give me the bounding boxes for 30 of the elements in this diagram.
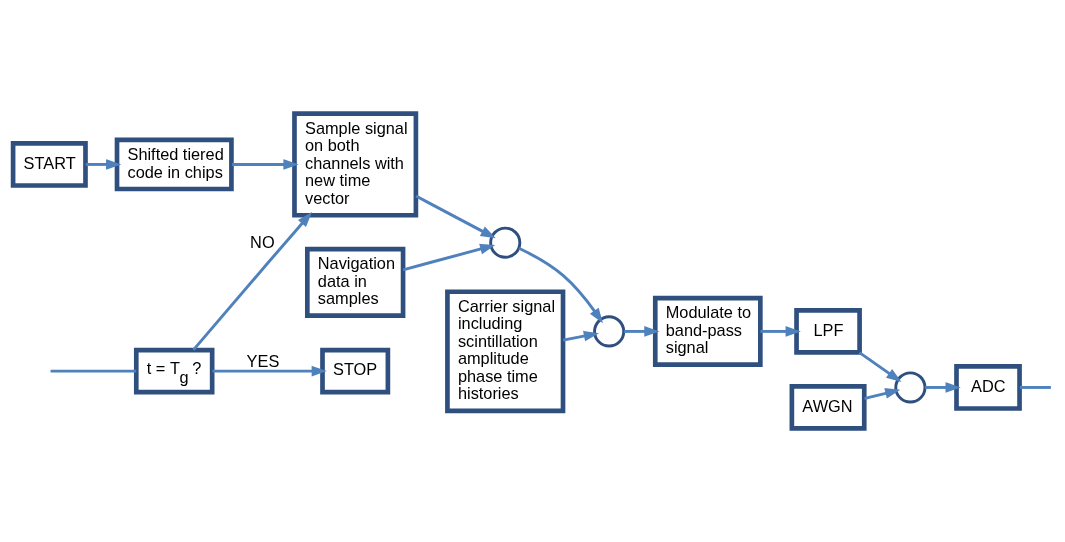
node-box: LPF bbox=[794, 308, 862, 355]
node-circle bbox=[489, 226, 522, 259]
arrow bbox=[864, 388, 901, 400]
node-circle bbox=[593, 315, 626, 348]
node-box: AWGN bbox=[789, 383, 867, 431]
arrow bbox=[518, 246, 603, 324]
arrow bbox=[925, 382, 961, 393]
arrow bbox=[192, 212, 312, 351]
node-box: ADC bbox=[954, 364, 1022, 411]
connector bbox=[1019, 386, 1051, 389]
node-box: START bbox=[10, 141, 88, 188]
arrow bbox=[85, 159, 122, 170]
arrow bbox=[858, 351, 902, 383]
arrow bbox=[760, 326, 801, 337]
node-box: Navigation data in samples bbox=[305, 246, 406, 318]
node-box: Shifted tiered code in chips bbox=[114, 137, 234, 192]
edge-label: NO bbox=[250, 232, 275, 251]
node-box: Carrier signal including scintillation amplitude phase time histories bbox=[445, 289, 566, 414]
edge-label: YES bbox=[246, 351, 280, 370]
node-box: STOP bbox=[320, 347, 391, 395]
arrow bbox=[624, 326, 660, 337]
node-box: Sample signal on both channels with new time vector bbox=[292, 111, 419, 218]
arrow bbox=[562, 330, 599, 342]
arrow bbox=[415, 194, 496, 239]
node-box: Modulate to band-pass signal bbox=[652, 295, 763, 368]
arrow bbox=[212, 365, 327, 377]
arrow bbox=[231, 159, 299, 170]
node-circle bbox=[894, 371, 927, 404]
connector bbox=[50, 369, 137, 373]
arrow bbox=[402, 243, 496, 272]
